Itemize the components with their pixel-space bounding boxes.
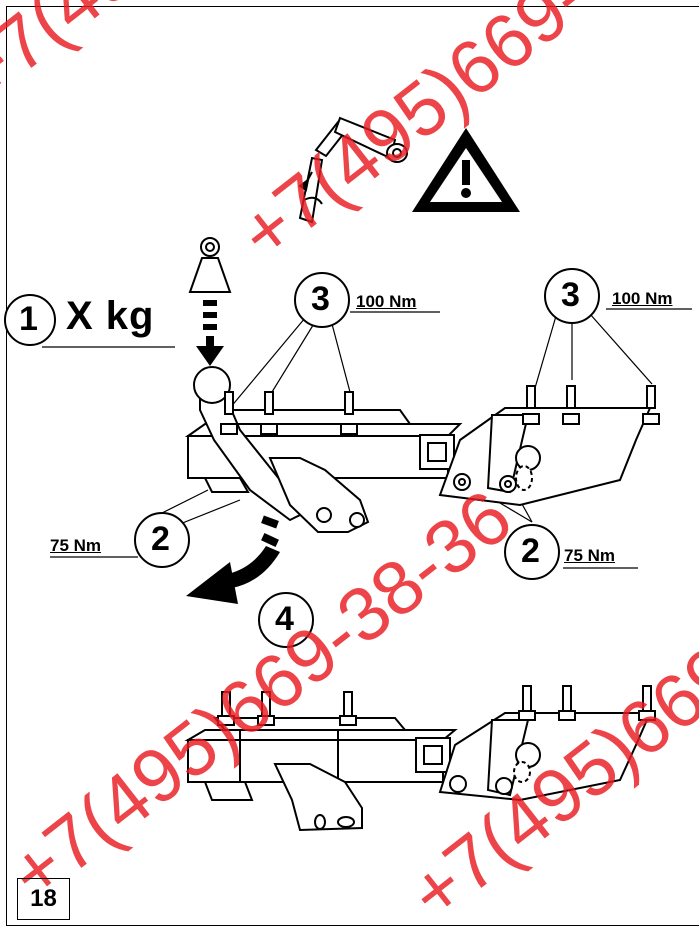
towbar-assembly-exploded <box>184 366 660 533</box>
step-3-number-left: 3 <box>311 280 330 318</box>
page-border <box>6 6 699 926</box>
callout-circles <box>4 268 600 648</box>
step-1-number: 1 <box>19 300 38 338</box>
torque-label-75nm-right: 75 Nm <box>564 546 616 565</box>
towbar-assembly-installed <box>184 685 656 832</box>
torque-label-100nm-right: 100 Nm <box>612 289 673 308</box>
load-arrow <box>196 300 224 366</box>
torque-label-75nm-left: 75 Nm <box>50 536 102 555</box>
rotation-arrow <box>186 515 280 604</box>
load-weight-label: X kg <box>66 294 155 338</box>
step-4-number: 4 <box>275 600 294 638</box>
step-3-number-right: 3 <box>561 276 580 314</box>
step-2-number-right: 2 <box>521 532 540 570</box>
weight-icon <box>188 237 232 293</box>
torque-wrench-icon <box>298 116 408 224</box>
step-2-number-left: 2 <box>151 520 170 558</box>
warning-triangle-icon <box>412 128 520 212</box>
torque-label-100nm-left: 100 Nm <box>356 292 417 311</box>
page-number: 18 <box>17 878 70 920</box>
